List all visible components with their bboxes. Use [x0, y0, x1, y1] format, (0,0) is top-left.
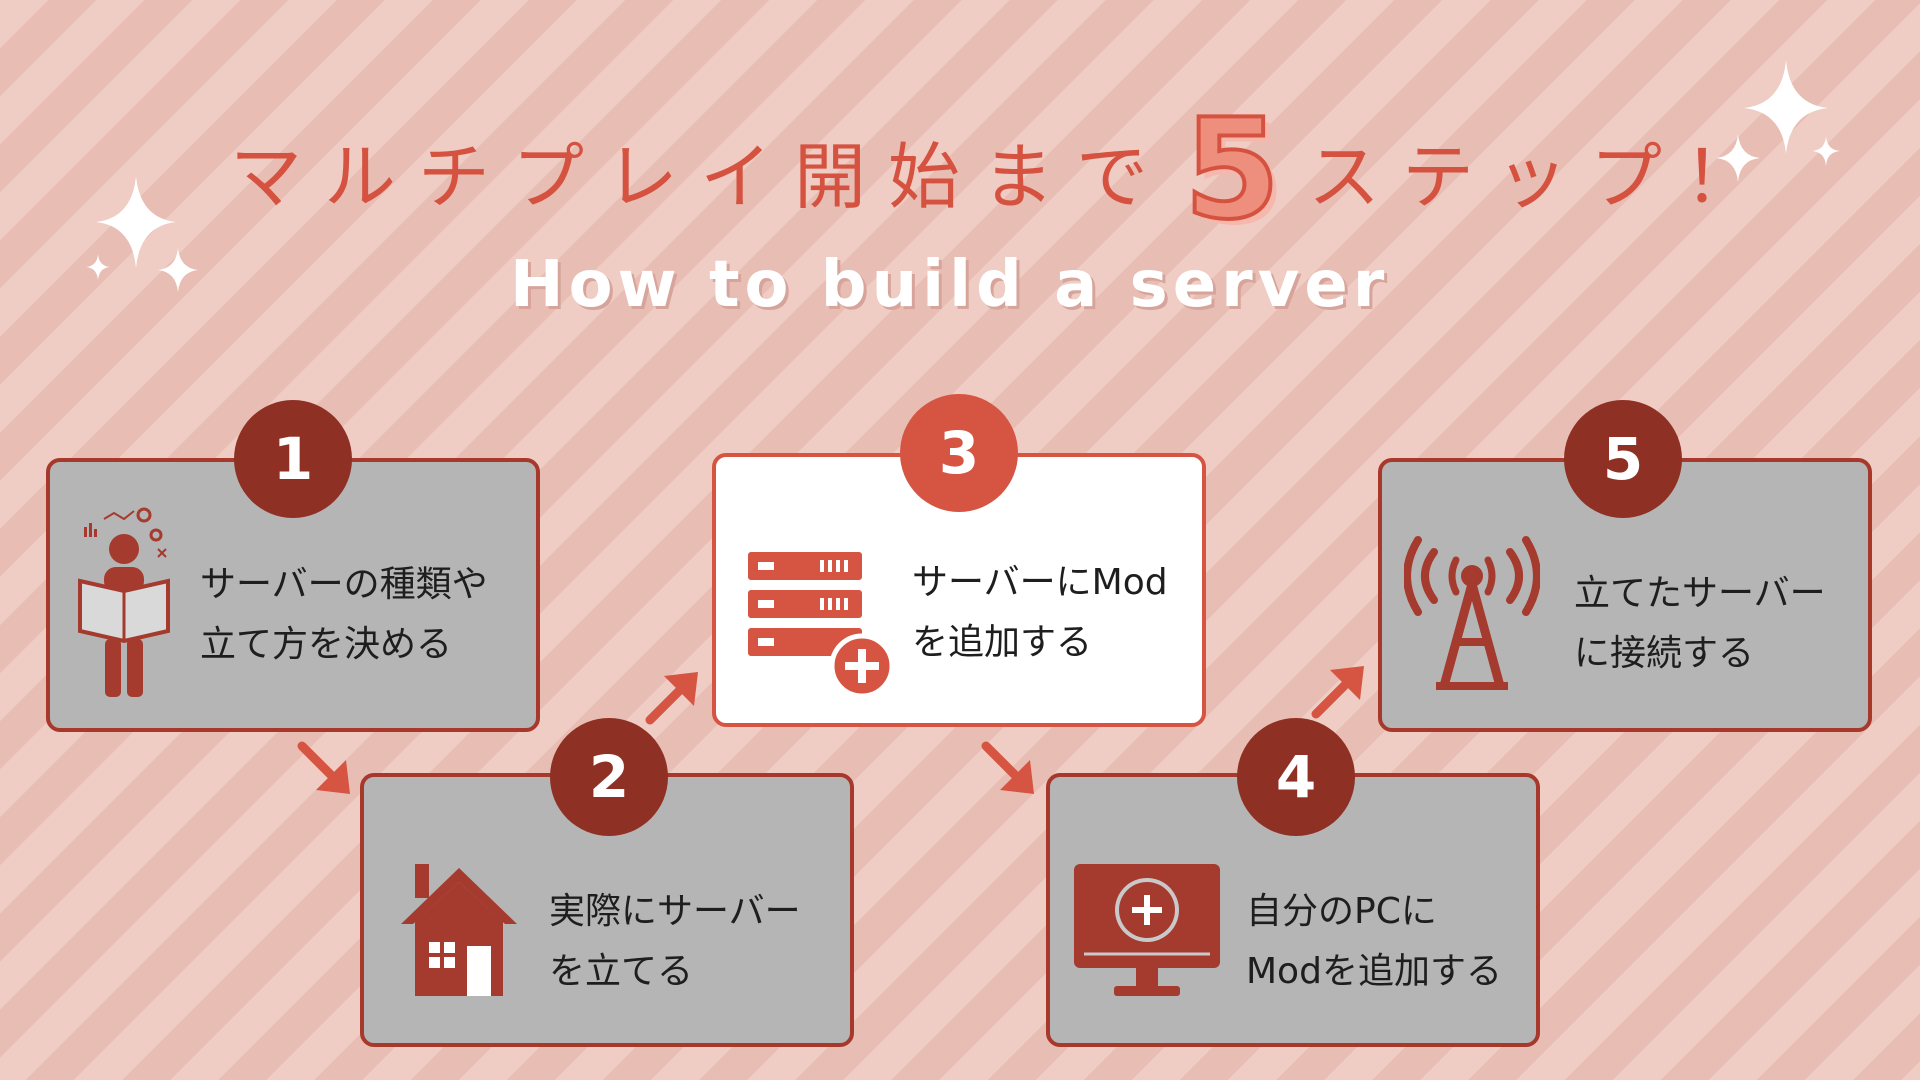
subtitle-english: How to build a server: [510, 248, 1390, 322]
step-2-line2: を立てる: [549, 951, 694, 992]
step-text-5: 立てたサーバー に接続する: [1574, 564, 1826, 684]
step-badge-2: 2: [550, 718, 668, 836]
house-icon: [401, 864, 517, 996]
step-4-line2: Modを追加する: [1246, 951, 1502, 992]
step-2-line1: 実際にサーバー: [549, 891, 801, 932]
step-text-3: サーバーにMod を追加する: [912, 553, 1168, 673]
title-after: ステップ！: [1308, 134, 1779, 219]
step-text-4: 自分のPCに Modを追加する: [1246, 882, 1502, 1002]
antenna-icon: [1404, 536, 1540, 690]
server-add-icon: [748, 552, 894, 696]
arrow-up-right-icon-1: [645, 672, 698, 725]
step-badge-4: 4: [1237, 718, 1355, 836]
step-badge-1: 1: [234, 400, 352, 518]
step-3-line2: を追加する: [912, 622, 1093, 663]
arrow-up-right-icon-2: [1311, 666, 1364, 719]
monitor-add-icon: [1074, 864, 1220, 996]
arrow-down-right-icon-2: [981, 741, 1034, 794]
title-step-count: 5: [1182, 89, 1282, 250]
title-before: マルチプレイ開始まで: [230, 134, 1171, 219]
planner-icon: [78, 507, 170, 697]
step-badge-5: 5: [1564, 400, 1682, 518]
step-badge-3: 3: [900, 394, 1018, 512]
step-5-line1: 立てたサーバー: [1574, 573, 1826, 614]
sparkle-icon-right: [1716, 60, 1840, 182]
step-text-1: サーバーの種類や 立て方を決める: [200, 555, 488, 675]
step-text-2: 実際にサーバー を立てる: [549, 882, 801, 1002]
step-1-line2: 立て方を決める: [200, 624, 453, 665]
step-3-line1: サーバーにMod: [912, 562, 1168, 603]
sparkle-icon-left: [86, 176, 198, 292]
step-1-line1: サーバーの種類や: [200, 564, 488, 605]
step-5-line2: に接続する: [1574, 633, 1755, 674]
step-4-line1: 自分のPCに: [1246, 891, 1437, 932]
arrow-down-right-icon-1: [297, 741, 350, 794]
title-japanese: マルチプレイ開始まで 5 ステップ！: [230, 99, 1756, 241]
